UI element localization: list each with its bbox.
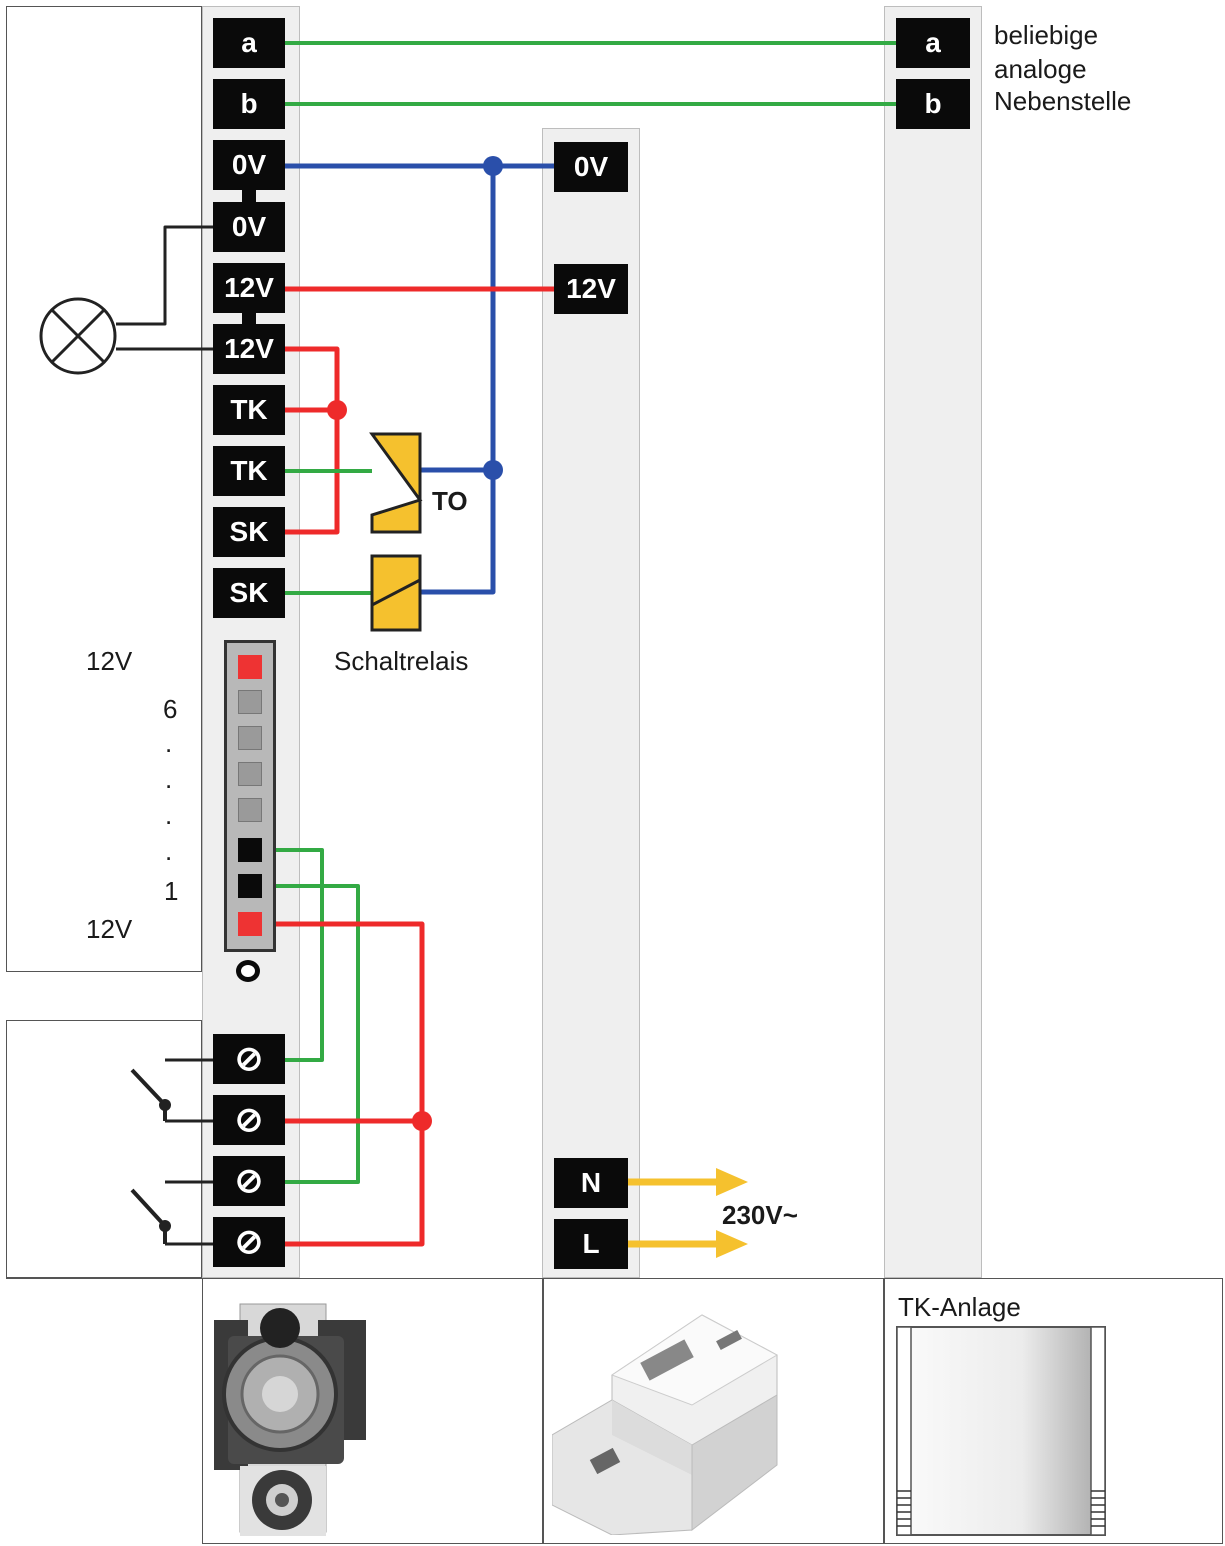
connector-pin-bottom-red xyxy=(238,912,262,936)
connector-pin-grey xyxy=(238,798,262,822)
button-connector-block xyxy=(224,640,276,952)
pbx-terminal-a-label: a xyxy=(925,27,941,58)
terminal-sk-2-label: SK xyxy=(229,577,269,608)
terminal-a-label: a xyxy=(241,27,257,58)
arrow-n-head xyxy=(716,1168,748,1196)
doorstation-module-photo xyxy=(210,1300,370,1536)
count-dot: . xyxy=(165,836,173,866)
screw-terminal-4: ⊘ xyxy=(213,1217,285,1267)
connector-ring-icon xyxy=(236,960,260,982)
terminal-tk-2: TK xyxy=(213,446,285,496)
switch-relay-diagonal xyxy=(371,578,421,607)
lamp-cross-2 xyxy=(50,308,106,364)
switch-panel-box xyxy=(6,1020,202,1278)
voltage-label-bottom: 12V xyxy=(86,914,133,944)
terminal-12v-1-label: 12V xyxy=(224,272,274,303)
wire-pin-black-1 xyxy=(262,848,324,1062)
extension-label-line-3: Nebenstelle xyxy=(994,86,1132,116)
switch-relay-label: Schaltrelais xyxy=(334,646,469,676)
doorstation-panel-box xyxy=(6,6,202,972)
junction-screw xyxy=(412,1111,432,1131)
terminal-tk-2-label: TK xyxy=(230,455,268,486)
to-relay-icon xyxy=(369,432,423,534)
psu-terminal-0v: 0V xyxy=(554,142,628,192)
wire-pin-black-2 xyxy=(262,884,360,1184)
bridge-0v xyxy=(242,188,256,204)
screw-terminal-1: ⊘ xyxy=(213,1034,285,1084)
terminal-0v-2-label: 0V xyxy=(231,211,267,242)
wire-lamp-1 xyxy=(116,225,213,326)
screw-icon: ⊘ xyxy=(234,1162,264,1200)
terminal-tk-1-label: TK xyxy=(230,394,268,425)
connector-pin-black xyxy=(238,874,262,898)
pbx-photo xyxy=(896,1326,1106,1536)
terminal-a: a xyxy=(213,18,285,68)
count-dot: . xyxy=(165,800,173,830)
count-dot: . xyxy=(165,764,173,794)
button-1-pivot xyxy=(159,1099,171,1111)
pbx-strip xyxy=(884,6,982,1278)
screw-icon: ⊘ xyxy=(234,1223,264,1261)
photo-cell-pbx xyxy=(884,1278,1223,1544)
screw-terminal-2: ⊘ xyxy=(213,1095,285,1145)
terminal-sk-1: SK xyxy=(213,507,285,557)
screw-terminal-3: ⊘ xyxy=(213,1156,285,1206)
terminal-b-label: b xyxy=(240,88,258,119)
button-1-lever xyxy=(130,1068,167,1121)
terminal-0v-1-label: 0V xyxy=(231,149,267,180)
psu-terminal-0v-label: 0V xyxy=(573,151,609,182)
terminal-12v-2: 12V xyxy=(213,324,285,374)
power-supply-strip xyxy=(542,128,640,1278)
connector-pin-grey xyxy=(238,726,262,750)
connector-pin-black xyxy=(238,838,262,862)
to-relay-label: TO xyxy=(432,486,468,516)
button-2-pivot xyxy=(159,1220,171,1232)
arrow-l-head xyxy=(716,1230,748,1258)
psu-terminal-n: N xyxy=(554,1158,628,1208)
connector-pin-grey xyxy=(238,762,262,786)
extension-label-line-2: analoge xyxy=(994,54,1087,84)
photo-cell-doorstation xyxy=(202,1278,544,1544)
terminal-12v-1: 12V xyxy=(213,263,285,313)
wire-pin-red xyxy=(262,921,425,1247)
pbx-photo-label: TK-Anlage xyxy=(898,1292,1021,1322)
connector-pin-grey xyxy=(238,690,262,714)
count-dot: . xyxy=(165,728,173,758)
pbx-terminal-b: b xyxy=(896,79,970,129)
pbx-terminal-b-label: b xyxy=(924,88,942,119)
extension-label-line-1: beliebige xyxy=(994,20,1099,50)
psu-terminal-12v-label: 12V xyxy=(566,273,616,304)
count-label-top: 6 xyxy=(163,694,178,724)
terminal-sk-2: SK xyxy=(213,568,285,618)
terminal-0v-1: 0V xyxy=(213,140,285,190)
junction-0v-top xyxy=(483,156,503,176)
psu-terminal-n-label: N xyxy=(580,1167,602,1198)
terminal-12v-2-label: 12V xyxy=(224,333,274,364)
screw-icon: ⊘ xyxy=(234,1040,264,1078)
pbx-terminal-a: a xyxy=(896,18,970,68)
wire-12v-bus xyxy=(285,346,340,535)
psu-terminal-12v: 12V xyxy=(554,264,628,314)
terminal-sk-1-label: SK xyxy=(229,516,269,547)
terminal-0v-2: 0V xyxy=(213,202,285,252)
terminal-b: b xyxy=(213,79,285,129)
photo-cell-psu xyxy=(542,1278,884,1544)
junction-12v xyxy=(327,400,347,420)
connector-pin-top-red xyxy=(238,655,262,679)
psu-terminal-l-label: L xyxy=(582,1228,600,1259)
junction-0v-mid xyxy=(483,460,503,480)
bridge-12v xyxy=(242,311,256,327)
button-2-lever xyxy=(130,1188,167,1244)
screw-icon: ⊘ xyxy=(234,1101,264,1139)
power-supply-photo xyxy=(551,1305,780,1536)
voltage-label-top: 12V xyxy=(86,646,133,676)
wire-0v-vertical xyxy=(420,166,496,595)
terminal-tk-1: TK xyxy=(213,385,285,435)
count-label-bottom: 1 xyxy=(164,876,179,906)
mains-voltage-label: 230V~ xyxy=(722,1200,798,1230)
psu-terminal-l: L xyxy=(554,1219,628,1269)
